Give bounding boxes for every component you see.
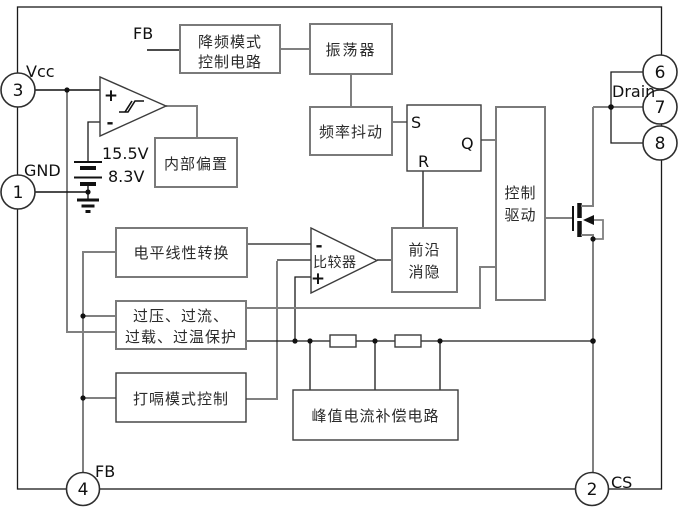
pin-4-label: FB: [95, 462, 115, 481]
uvlo-threshold-low: 8.3V: [108, 167, 144, 186]
block-ctrl-drive-line2: 驱动: [504, 206, 536, 224]
drain-label: Drain: [612, 82, 655, 101]
block-oscillator: [309, 23, 393, 75]
wire-protection-drive: [246, 266, 496, 309]
wire-hiccup-out: [246, 261, 278, 400]
svg-text:3: 3: [13, 81, 24, 101]
block-ctrl-drive-line1: 控制: [504, 184, 536, 202]
block-sr-flipflop: [406, 104, 482, 172]
svg-text:8: 8: [655, 134, 666, 154]
junction-fb2: [80, 395, 86, 401]
wire-body-source-tie: [593, 219, 604, 240]
pin-3-label: Vcc: [26, 62, 55, 81]
block-leading-edge: [391, 227, 458, 293]
block-protection: [115, 300, 247, 350]
block-freq-jitter: [309, 106, 393, 156]
block-oscillator-label: 振荡器: [325, 41, 376, 59]
fb-top-label: FB: [133, 24, 153, 43]
block-internal-bias: [154, 137, 238, 188]
pin-6: 6: [642, 54, 678, 90]
junction-bus4: [437, 338, 443, 344]
block-freq-reduction: [179, 24, 281, 74]
uvlo-threshold-high: 15.5V: [102, 144, 149, 163]
pin-4: 4: [65, 471, 101, 507]
pwm-minus-sign: -: [315, 236, 322, 256]
svg-text:6: 6: [655, 63, 666, 83]
pin-7: 7: [642, 89, 678, 125]
uvlo-plus-sign: +: [104, 86, 118, 106]
svg-text:2: 2: [587, 480, 598, 500]
junction-source: [590, 236, 596, 242]
pwm-comparator-label: 比较器: [313, 255, 357, 271]
junction-drain: [608, 104, 614, 110]
wire-uvlo-minus: [87, 121, 100, 161]
wire-mosfet-drain: [581, 107, 594, 207]
pwm-comparator: [310, 226, 379, 295]
wire-cmp-plus: [294, 276, 311, 341]
flipflop-r-label: R: [418, 152, 429, 171]
uvlo-comparator: [99, 75, 168, 138]
block-hiccup: [115, 372, 247, 423]
flipflop-s-label: S: [411, 113, 421, 132]
wire-fb-riser: [82, 251, 116, 472]
block-protection-line1: 过压、过流、: [133, 307, 229, 325]
block-hiccup-label: 打嗝模式控制: [133, 390, 229, 408]
ground-symbol: [77, 192, 99, 213]
uvlo-minus-sign: -: [106, 113, 113, 133]
hysteresis-icon: [119, 100, 144, 113]
block-level-shift: [115, 227, 248, 278]
wire-uvlo-bias: [166, 105, 198, 138]
mosfet-symbol: [572, 203, 594, 237]
junction-vcc: [64, 87, 70, 93]
pin-2-label: CS: [611, 473, 632, 492]
junction-fb1: [80, 313, 86, 319]
block-peak-comp-label: 峰值电流补偿电路: [311, 407, 439, 425]
block-level-shift-label: 电平线性转换: [133, 244, 229, 262]
resistor-1: [329, 334, 357, 348]
block-ctrl-drive: [495, 106, 546, 301]
junction-bus1: [292, 338, 298, 344]
pwm-plus-sign: +: [311, 269, 325, 289]
flipflop-q-label: Q: [461, 134, 474, 153]
block-protection-line2: 过载、过温保护: [125, 328, 237, 346]
battery-symbol: [74, 161, 102, 192]
pin-1: 1: [0, 174, 36, 210]
wire-mosfet-source-cs: [581, 234, 594, 472]
junction-bus-cs: [590, 338, 596, 344]
block-internal-bias-label: 内部偏置: [164, 155, 228, 173]
svg-text:4: 4: [78, 480, 89, 500]
pin-1-label: GND: [24, 161, 61, 180]
mosfet-body-arrow: [583, 215, 594, 225]
block-freq-reduction-line1: 降频模式: [198, 33, 262, 51]
pin-3: 3: [0, 72, 36, 108]
svg-text:1: 1: [13, 183, 24, 203]
wire-vcc-riser: [66, 90, 116, 333]
block-peak-comp: [292, 389, 459, 441]
junction-gnd: [85, 189, 91, 195]
junction-bus2: [307, 338, 313, 344]
junction-bus3: [372, 338, 378, 344]
block-leading-edge-line2: 消隐: [408, 263, 440, 281]
block-leading-edge-line1: 前沿: [408, 241, 440, 259]
pin-8: 8: [642, 125, 678, 161]
svg-text:7: 7: [655, 98, 666, 118]
chip-border: [16, 6, 663, 490]
resistor-2: [394, 334, 422, 348]
pin-2: 2: [574, 471, 610, 507]
block-freq-jitter-label: 频率抖动: [319, 123, 383, 141]
block-freq-reduction-line2: 控制电路: [198, 53, 262, 71]
